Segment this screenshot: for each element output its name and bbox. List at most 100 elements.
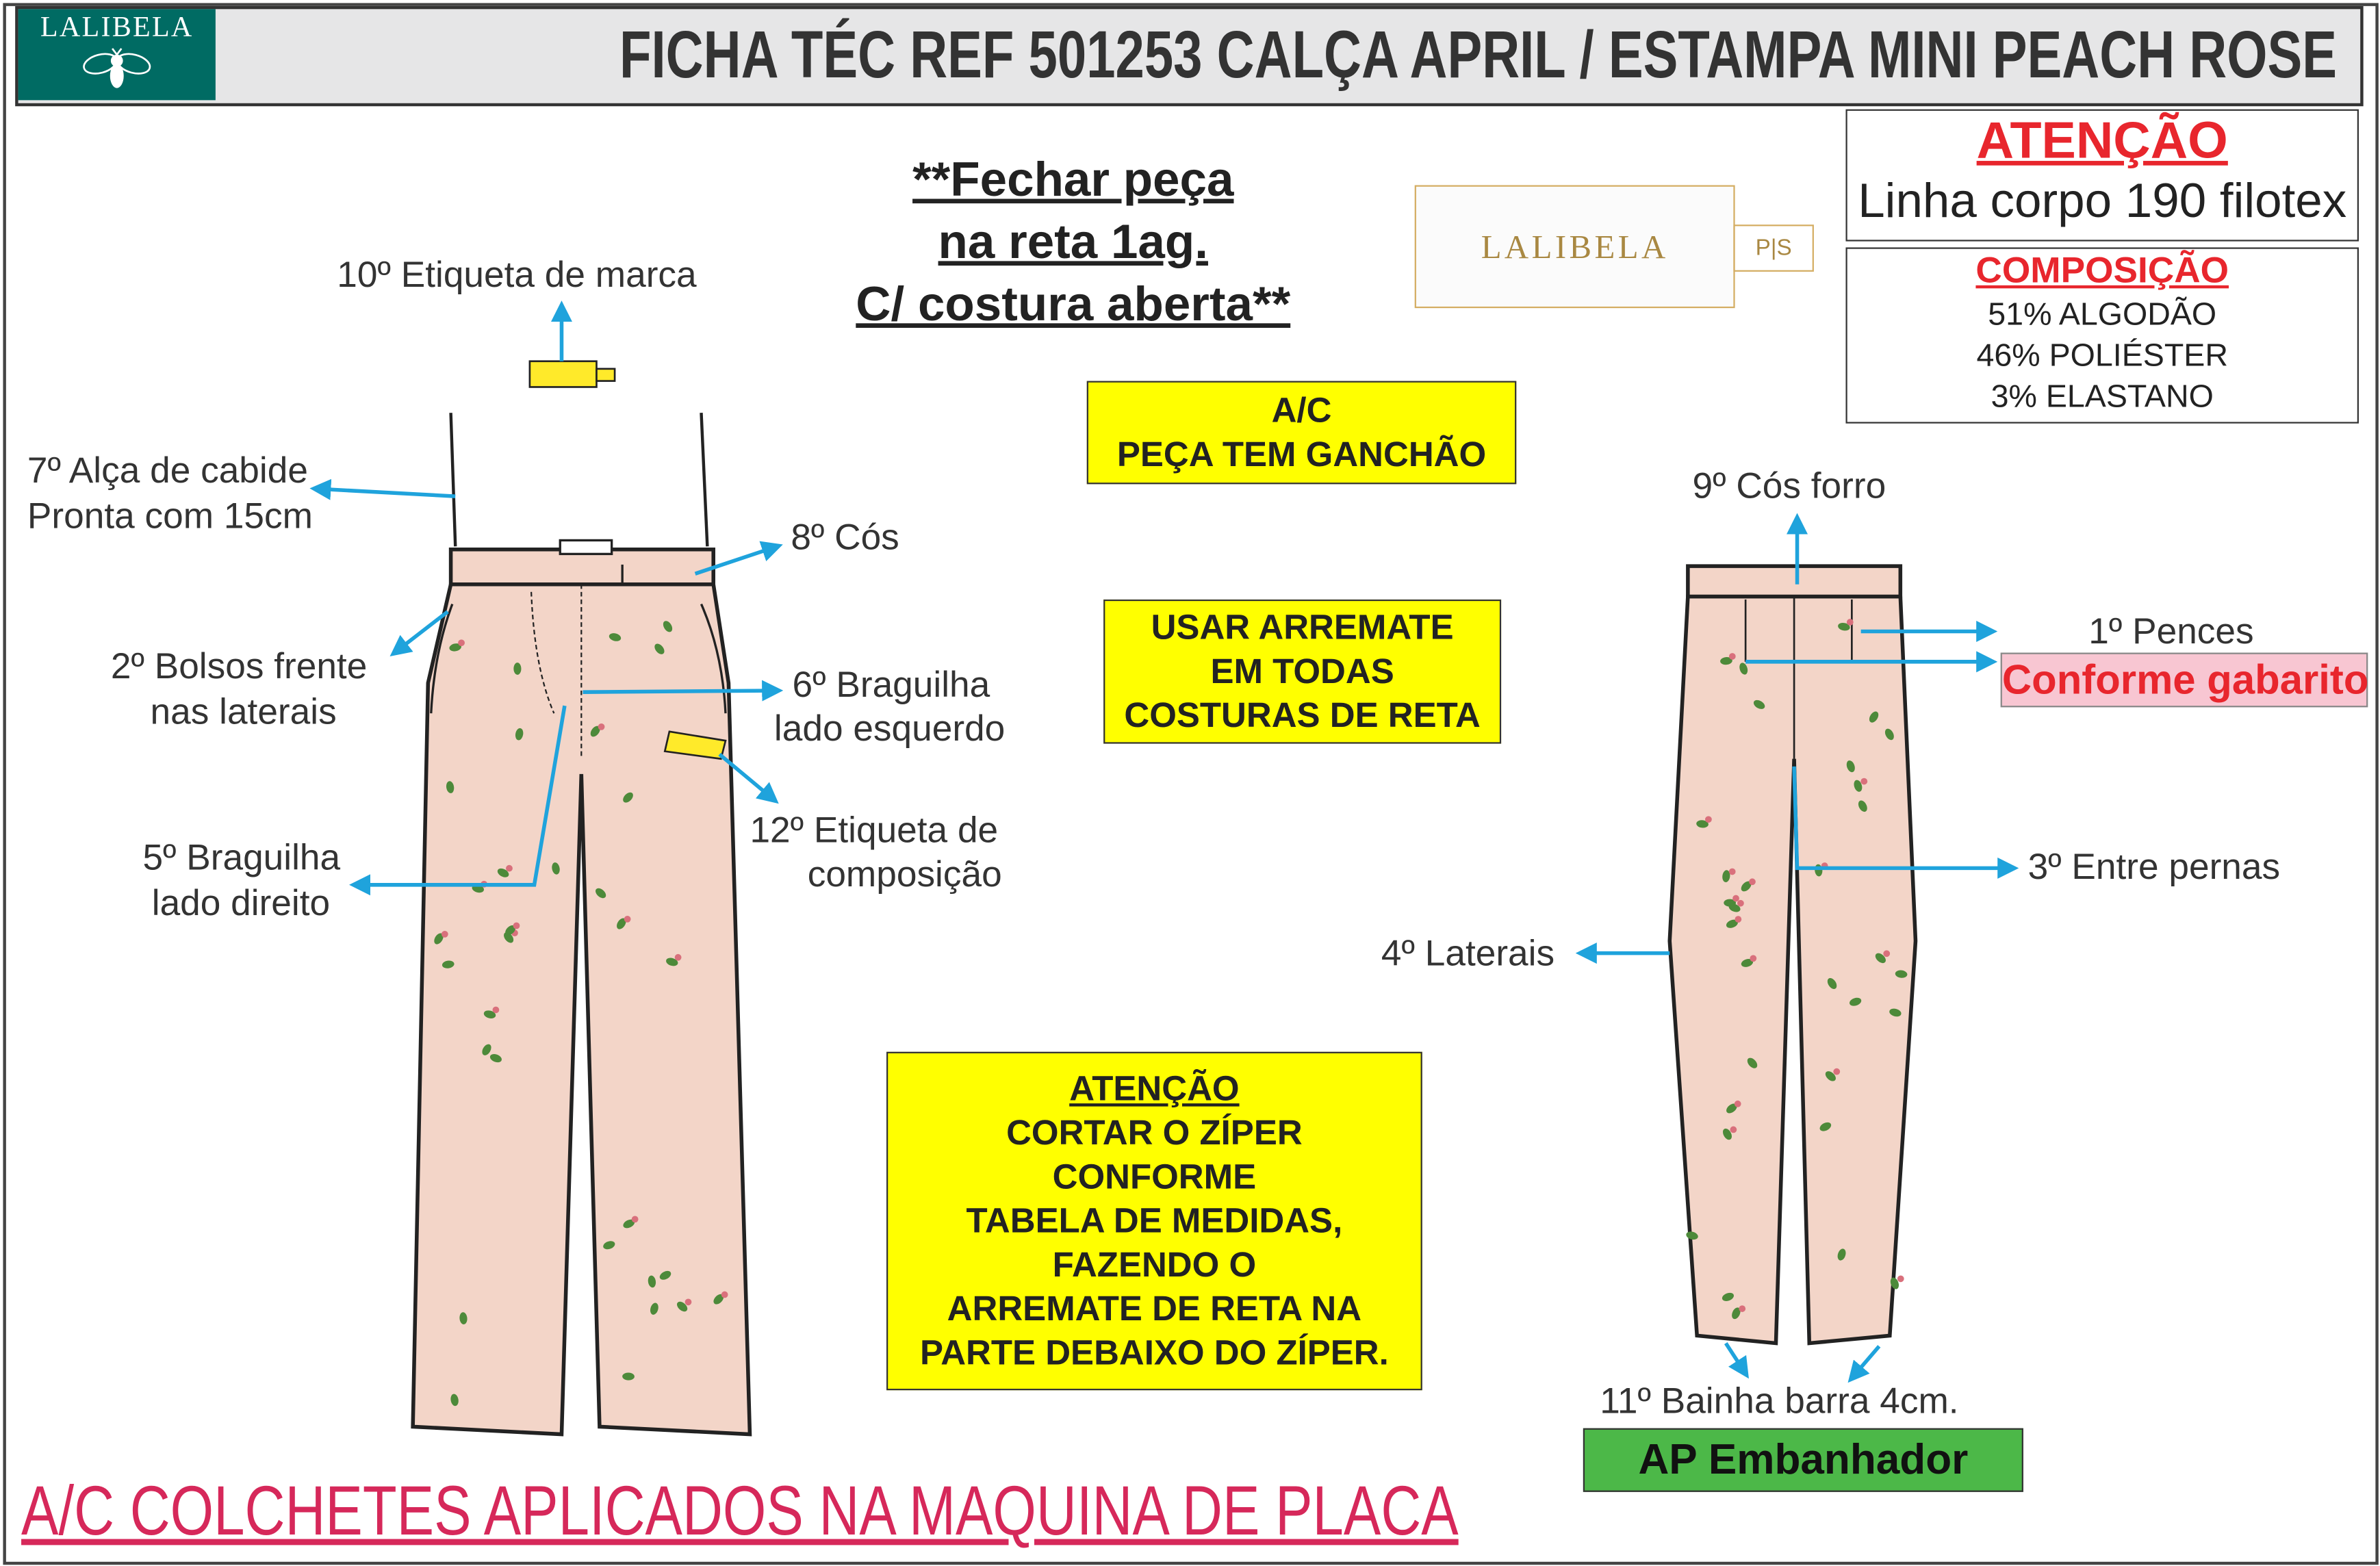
- label-fly-right-detail: lado direito: [151, 883, 331, 925]
- brand-logo: LALIBELA: [18, 9, 216, 101]
- leaf-motif: [1747, 1057, 1758, 1068]
- page-title: FICHA TÉC REF 501253 CALÇA APRIL / ESTAM…: [619, 18, 2338, 93]
- label-pockets-detail: nas laterais: [150, 692, 337, 734]
- leaf-motif: [483, 1010, 496, 1018]
- composition-heading: COMPOSIÇÃO: [1975, 250, 2229, 292]
- leaf-motif: [1825, 1071, 1836, 1081]
- leaf-motif: [623, 792, 633, 803]
- note-line: ATENÇÃO: [1069, 1068, 1240, 1108]
- note-line: C/ costura aberta**: [856, 276, 1291, 331]
- leaf-motif: [1838, 622, 1850, 631]
- rose-motif: [1735, 916, 1742, 923]
- rose-motif: [1734, 1100, 1741, 1107]
- leaf-motif: [666, 958, 678, 966]
- leaf-motif: [1837, 1248, 1846, 1261]
- rose-motif: [1750, 955, 1757, 962]
- rose-motif: [721, 1291, 728, 1298]
- leaf-motif: [552, 862, 560, 875]
- rose-motif: [1833, 1068, 1841, 1075]
- label-brand-tag: 10º Etiqueta de marca: [337, 255, 697, 296]
- note-line: COSTURAS DE RETA: [1124, 695, 1481, 735]
- label-sides: 4º Laterais: [1381, 933, 1555, 975]
- rose-motif: [1732, 895, 1739, 902]
- leaf-motif: [1854, 780, 1863, 792]
- leaf-motif: [459, 1312, 468, 1324]
- rose-motif: [1749, 878, 1756, 886]
- rose-motif: [1883, 950, 1891, 958]
- leaf-motif: [1858, 800, 1867, 812]
- leaf-motif: [515, 728, 524, 741]
- leaf-motif: [1890, 1277, 1899, 1289]
- brand-label-image: LALIBELA: [1414, 185, 1735, 309]
- note-line: EM TODAS: [1210, 651, 1394, 691]
- leaf-motif: [1726, 919, 1738, 928]
- leaf-motif: [1722, 870, 1730, 882]
- front-pants: [411, 360, 752, 1437]
- leaf-motif: [1741, 881, 1752, 892]
- leaf-motif: [504, 932, 514, 943]
- note-line: **Fechar peça: [912, 151, 1234, 207]
- leaf-motif: [609, 633, 622, 641]
- rose-motif: [492, 1006, 500, 1014]
- leaf-motif: [1884, 728, 1894, 741]
- rose-motif: [1737, 899, 1744, 907]
- leaf-motif: [1696, 820, 1709, 828]
- logo-text: LALIBELA: [40, 12, 194, 44]
- leaf-motif: [1722, 1292, 1734, 1301]
- thread-text: Linha corpo 190 filotex: [1858, 172, 2347, 228]
- leaf-motif: [650, 1302, 658, 1315]
- note-line: CORTAR O ZÍPER: [1006, 1112, 1303, 1153]
- leaf-motif: [434, 933, 444, 945]
- rose-motif: [631, 1216, 639, 1223]
- rose-motif: [458, 639, 465, 647]
- leaf-motif: [677, 1301, 688, 1312]
- brand-tag-shape: [528, 360, 598, 388]
- darts-note: Conforme gabarito: [2000, 652, 2368, 708]
- label-comp-tag-detail: composição: [807, 854, 1002, 896]
- leaf-motif: [1726, 1103, 1737, 1114]
- rose-motif: [684, 1298, 692, 1306]
- composition-box: COMPOSIÇÃO 51% ALGODÃO 46% POLIÉSTER 3% …: [1845, 247, 2359, 424]
- composition-item: 3% ELASTANO: [1991, 379, 2214, 415]
- leaf-motif: [648, 1275, 656, 1288]
- label-waist-lining: 9º Cós forro: [1692, 465, 1886, 507]
- finish-note: USAR ARREMATE EM TODAS COSTURAS DE RETA: [1103, 599, 1502, 744]
- page-frame: [3, 3, 2379, 1565]
- label-hanger-detail: Pronta com 15cm: [27, 496, 313, 537]
- leaf-motif: [1753, 699, 1765, 709]
- leaf-motif: [1741, 959, 1754, 967]
- zipper-note: ATENÇÃO CORTAR O ZÍPER CONFORME TABELA D…: [886, 1051, 1422, 1391]
- note-line: PEÇA TEM GANCHÃO: [1116, 434, 1487, 474]
- attention-box: ATENÇÃO Linha corpo 190 filotex: [1845, 109, 2359, 242]
- leaf-motif: [505, 925, 516, 936]
- leaf-motif: [596, 888, 606, 899]
- rose-motif: [1860, 778, 1868, 785]
- composition-item: 46% POLIÉSTER: [1976, 338, 2228, 374]
- leaf-motif: [1819, 1122, 1832, 1131]
- note-line: ARREMATE DE RETA NA: [947, 1288, 1362, 1328]
- rose-motif: [441, 930, 448, 938]
- leaf-motif: [1827, 977, 1837, 989]
- footer-note: A/C COLCHETES APLICADOS NA MAQUINA DE PL…: [21, 1470, 1459, 1550]
- leaf-motif: [659, 1270, 671, 1280]
- comp-tag-shape: [663, 730, 727, 760]
- rose-motif: [513, 922, 520, 929]
- leaf-motif: [622, 1372, 635, 1381]
- leaf-motif: [1889, 1008, 1902, 1017]
- leaf-motif: [590, 726, 600, 737]
- callout-arrows: [309, 300, 2019, 1383]
- bee-icon: [83, 48, 151, 88]
- note-line: USAR ARREMATE: [1151, 607, 1454, 647]
- note-line: na reta 1ag.: [938, 214, 1208, 269]
- note-line: FAZENDO O: [1052, 1244, 1257, 1285]
- attention-heading: ATENÇÃO: [1976, 112, 2228, 170]
- label-fly-right: 5º Braguilha: [142, 838, 341, 879]
- note-line: TABELA DE MEDIDAS,: [966, 1201, 1343, 1240]
- leaf-motif: [617, 918, 626, 929]
- leaf-motif: [1846, 760, 1855, 773]
- leaf-motif: [1895, 970, 1908, 978]
- leaf-motif: [623, 1219, 635, 1229]
- leaf-motif: [654, 643, 665, 654]
